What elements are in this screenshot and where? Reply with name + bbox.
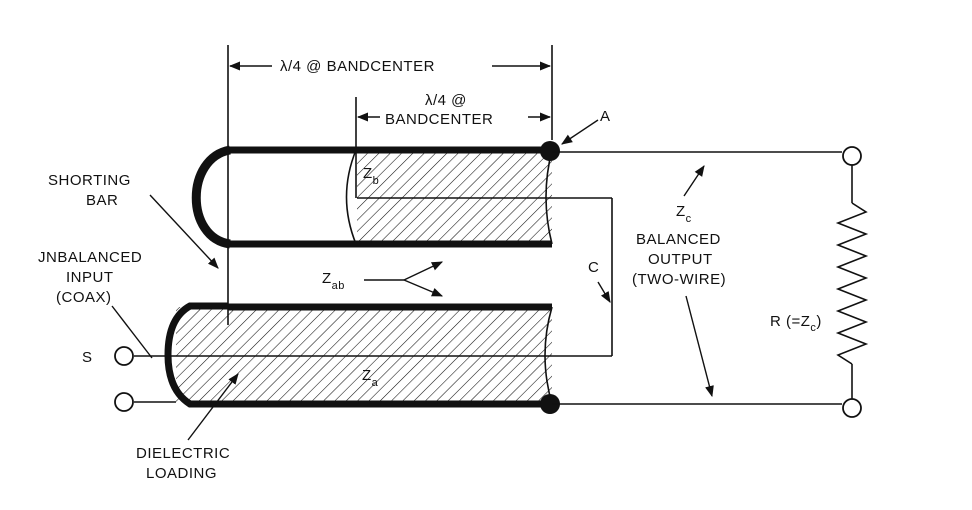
dim-inner-label-1: λ/4 @ (425, 92, 467, 109)
za-label: Za (362, 367, 379, 389)
zab-label: Zab (322, 270, 345, 292)
input-terminal-ground (114, 392, 134, 412)
shorting-bar-label-1: SHORTING (48, 172, 131, 189)
dim-outer-label: λ/4 @ BANDCENTER (280, 58, 435, 75)
output-label-2: OUTPUT (648, 251, 713, 268)
zb-label: Zb (363, 165, 379, 187)
zc-label: Zc (676, 203, 692, 225)
a-label: A (600, 108, 611, 125)
input-label-1: JNBALANCED (38, 249, 142, 266)
r-label: R (=Zc) (770, 313, 822, 334)
s-label: S (82, 349, 93, 366)
output-label-3: (TWO-WIRE) (632, 271, 726, 288)
input-label-2: INPUT (66, 269, 114, 286)
junction-a (540, 141, 560, 161)
input-label-3: (COAX) (56, 289, 112, 306)
input-pointer (111, 305, 153, 359)
input-terminal-s (114, 346, 134, 366)
c-label: C (588, 259, 599, 276)
dielectric-label-1: DIELECTRIC (136, 445, 230, 462)
dim-inner-label-2: BANDCENTER (385, 111, 493, 128)
lower-coax-section: Za (134, 302, 612, 408)
dielectric-label-2: LOADING (146, 465, 217, 482)
output-label-1: BALANCED (636, 231, 721, 248)
dimension-outer: λ/4 @ BANDCENTER (227, 45, 553, 325)
output-terminal-bottom (842, 398, 862, 418)
junction-lower (540, 394, 560, 414)
load-resistor (835, 165, 869, 399)
dimension-inner: λ/4 @ BANDCENTER (355, 92, 552, 198)
lower-shell (164, 302, 228, 408)
output-terminal-top (842, 146, 862, 166)
upper-u-bend (191, 145, 232, 249)
upper-coax-section: Zb (191, 145, 612, 249)
shorting-bar-label-2: BAR (86, 192, 118, 209)
